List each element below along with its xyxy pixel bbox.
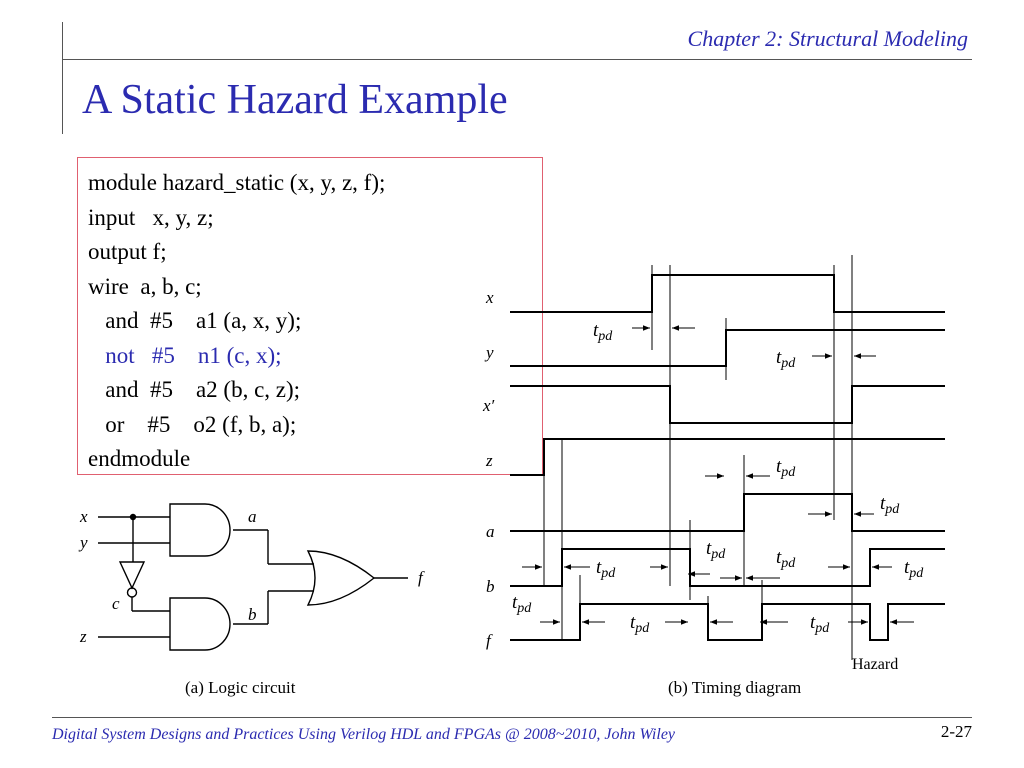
or-gate-o2 — [306, 550, 376, 606]
waveforms — [510, 274, 945, 641]
code-line: endmodule — [88, 446, 191, 471]
not-gate-n1 — [118, 561, 146, 590]
hazard-label: Hazard — [852, 656, 898, 673]
footer-rule — [52, 717, 972, 718]
not-gate-bubble — [126, 587, 138, 598]
chapter-header: Chapter 2: Structural Modeling — [687, 26, 968, 51]
wave-b — [510, 548, 945, 587]
code-line: output f; — [88, 239, 167, 264]
tpd-label: tpd — [810, 612, 830, 636]
tpd-label: tpd — [593, 320, 613, 344]
side-rule — [62, 22, 63, 134]
code-line: input x, y, z; — [88, 204, 214, 230]
circuit-label-b: b — [248, 605, 257, 624]
circuit-label-c: c — [112, 594, 120, 613]
logic-circuit — [98, 503, 408, 651]
junction-dot — [129, 513, 137, 521]
tpd-label: tpd — [880, 493, 900, 517]
timing-label-f: f — [486, 631, 493, 650]
and-gate-a2 — [169, 597, 231, 651]
timing-label-z: z — [485, 451, 493, 470]
circuit-label-f: f — [418, 568, 425, 587]
timing-label-y: y — [484, 343, 494, 362]
page-number: 2-27 — [940, 722, 972, 741]
wave-z — [510, 438, 945, 476]
timing-label-xprime: x′ — [482, 396, 495, 415]
wave-xprime — [510, 385, 945, 424]
timing-caption: (b) Timing diagram — [668, 678, 801, 697]
tpd-label: tpd — [630, 612, 650, 636]
circuit-label-x: x — [79, 507, 88, 526]
tpd-label: tpd — [512, 592, 532, 616]
code-line: module hazard_static (x, y, z, f); — [88, 170, 386, 195]
code-line: wire a, b, c; — [88, 273, 202, 299]
timing-label-x: x — [485, 288, 494, 307]
header-rule — [62, 59, 972, 60]
tpd-label: tpd — [776, 547, 796, 571]
code-line: and #5 a2 (b, c, z); — [88, 377, 301, 402]
timing-label-b: b — [486, 577, 495, 596]
tpd-label: tpd — [776, 347, 796, 371]
and-gate-a1 — [169, 503, 231, 557]
circuit-label-z: z — [79, 627, 87, 646]
wave-a — [510, 493, 945, 532]
timing-label-a: a — [486, 522, 495, 541]
tpd-label: tpd — [596, 557, 616, 581]
wave-y — [510, 329, 945, 367]
circuit-label-a: a — [248, 507, 257, 526]
tpd-label: tpd — [706, 538, 726, 562]
tpd-label: tpd — [904, 557, 924, 581]
slide-title: A Static Hazard Example — [82, 77, 508, 123]
verilog-code-box: module hazard_static (x, y, z, f); input… — [77, 157, 543, 475]
code-line: or #5 o2 (f, b, a); — [88, 411, 297, 437]
circuit-label-y: y — [78, 533, 88, 552]
timing-guides — [543, 255, 853, 660]
wave-x — [510, 274, 945, 313]
footer-text: Digital System Designs and Practices Usi… — [52, 726, 676, 743]
tpd-label: tpd — [776, 456, 796, 480]
code-line: and #5 a1 (a, x, y); — [88, 308, 302, 333]
code-line-highlighted: not #5 n1 (c, x); — [88, 342, 282, 368]
tpd-arrows — [522, 325, 914, 625]
circuit-caption: (a) Logic circuit — [185, 678, 296, 697]
